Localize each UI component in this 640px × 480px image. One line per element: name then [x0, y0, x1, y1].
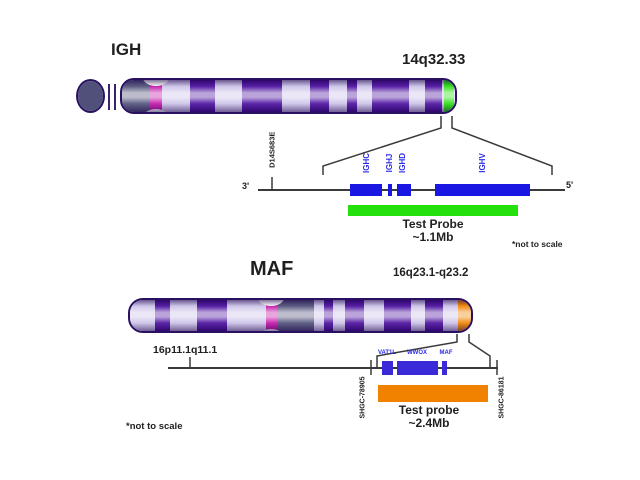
chromosome-band-light [357, 80, 372, 112]
ighj-gene-box [388, 184, 392, 196]
chromosome-band-light [364, 300, 384, 331]
maf-locus-label: 16q23.1-q23.2 [393, 267, 469, 279]
chromosome-band-dark [425, 80, 442, 112]
chromosome-band-dark [345, 300, 364, 331]
chromosome-14-ideogram [120, 78, 457, 114]
ighv-gene-box [435, 184, 530, 196]
igh-locus-label: 14q32.33 [402, 51, 466, 68]
chr14-stalk-line [114, 84, 116, 110]
igh-map-marker-label: D14S683E [267, 131, 277, 168]
chromosome-band-slate [122, 80, 150, 112]
ighv-gene-label: IGHV [478, 153, 487, 173]
chromosome-band-slate [277, 300, 314, 331]
chromosome-band-light [329, 80, 347, 112]
maf-flank-left-marker-label: SHGC-78905 [359, 376, 367, 419]
igh-title: IGH [111, 40, 142, 59]
chromosome-band-dark [155, 300, 170, 331]
maf-footnote: *not to scale [126, 421, 183, 432]
wwox-gene-label: WWOX [407, 350, 427, 356]
vat1l-gene-box [382, 361, 393, 375]
maf-title: MAF [250, 258, 294, 280]
chromosome-band-light [162, 80, 190, 112]
chromosome-band-green [444, 80, 454, 112]
igh-test-probe-bar [348, 205, 518, 216]
chromosome-band-light [227, 300, 266, 331]
maf-flank-right-marker-label: SHGC-86181 [498, 376, 506, 419]
chromosome-band-light [282, 80, 310, 112]
chromosome-band-light [170, 300, 197, 331]
chromosome-band-dark [190, 80, 215, 112]
chromosome-band-dark [324, 300, 333, 331]
ighd-gene-label: IGHD [398, 153, 407, 173]
chromosome-band-light [333, 300, 345, 331]
chromosome-band-dark [384, 300, 411, 331]
igh-probe-name: Test Probe [402, 217, 464, 231]
chromosome-band-light [215, 80, 242, 112]
igh-footnote: *not to scale [512, 239, 563, 249]
chromosome-band-dark [310, 80, 329, 112]
ighc-gene-box [350, 184, 382, 196]
ighc-gene-label: IGHC [362, 153, 371, 173]
maf-probe-name: Test probe [398, 403, 460, 417]
chromosome-band-dark [197, 300, 227, 331]
chr14-satellite [76, 79, 105, 113]
maf-gene-label: MAF [439, 350, 453, 356]
igh-probe-size: ~1.1Mb [412, 230, 454, 244]
chromosome-band-dark [242, 80, 282, 112]
maf-gene-box [442, 361, 447, 375]
ighd-gene-box [397, 184, 411, 196]
chromosome-band-light [409, 80, 425, 112]
chromosome-band-orange [458, 300, 471, 331]
chromosome-band-light [314, 300, 324, 331]
chr14-stalk-line [108, 84, 110, 110]
chr14-satellite-fill [78, 81, 103, 111]
vat1l-gene-label: VAT1L [377, 350, 397, 356]
maf-arm-marker-label: 16p11.1q11.1 [153, 344, 218, 356]
chromosome-band-light [411, 300, 425, 331]
chromosome-16-ideogram [128, 298, 473, 333]
igh-map-5prime-label: 5' [566, 180, 574, 190]
chromosome-band-light [130, 300, 155, 331]
chromosome-band-dark [347, 80, 357, 112]
chromosome-band-light [454, 80, 455, 112]
chromosome-band-dark [425, 300, 443, 331]
maf-test-probe-bar [378, 385, 488, 402]
chromosome-band-dark [372, 80, 409, 112]
ighj-gene-label: IGHJ [385, 153, 394, 173]
maf-probe-size: ~2.4Mb [408, 416, 450, 430]
wwox-gene-box [397, 361, 438, 375]
igh-map-3prime-label: 3' [242, 181, 250, 191]
chromosome-band-light [443, 300, 458, 331]
chromosome-band-light [471, 300, 473, 331]
